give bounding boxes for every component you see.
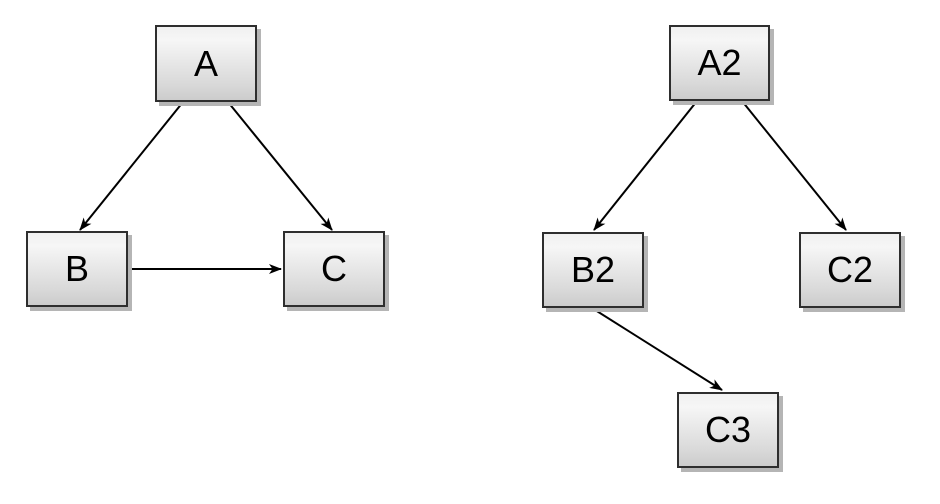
node-a2: A2 <box>669 25 770 101</box>
node-c2: C2 <box>799 232 901 308</box>
node-c3: C3 <box>677 392 779 468</box>
edge-a-c <box>227 101 333 231</box>
node-c: C <box>283 231 385 307</box>
edge-a-b <box>79 101 184 231</box>
edge-b2-c3 <box>591 307 723 391</box>
edge-a2-c2 <box>741 100 847 231</box>
node-b: B <box>26 231 128 307</box>
node-b2: B2 <box>542 232 644 308</box>
node-a: A <box>155 25 257 102</box>
edge-a2-b2 <box>593 100 698 231</box>
